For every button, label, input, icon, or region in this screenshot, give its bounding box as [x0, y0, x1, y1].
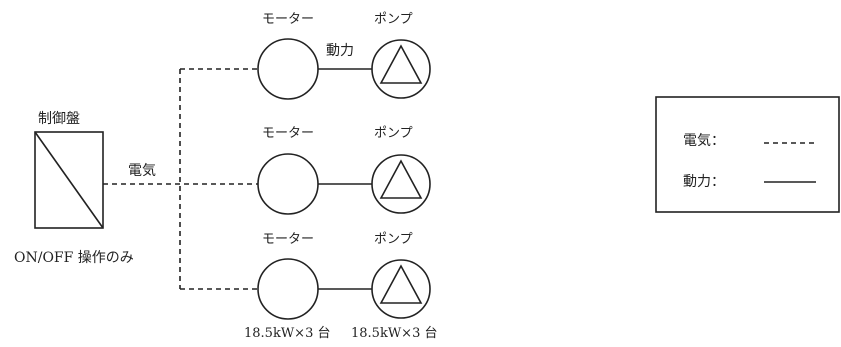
motor-symbol [257, 153, 319, 215]
control-panel-diagonal [34, 131, 104, 229]
legend-electric-label: 電気： [683, 133, 725, 149]
pump-symbol [371, 259, 431, 319]
electric-label: 電気 [128, 163, 156, 179]
motor-symbol [257, 258, 319, 320]
motor-label: モーター [262, 126, 314, 141]
pump-label: ポンプ [374, 232, 413, 247]
panel-title: 制御盤 [38, 111, 80, 127]
motor-rating: 18.5kW×3 台 [244, 326, 330, 341]
pump-symbol [371, 154, 431, 214]
pump-rating: 18.5kW×3 台 [351, 326, 437, 341]
motor-symbol [257, 38, 319, 100]
power-label: 動力 [326, 43, 354, 59]
legend-power-label: 動力： [683, 174, 725, 190]
pump-triangle [379, 264, 423, 304]
legend: 電気： 動力： [655, 96, 840, 213]
motor-label: モーター [262, 12, 314, 27]
control-panel-box [34, 131, 104, 229]
motor-label: モーター [262, 232, 314, 247]
unit-1: モーター ポンプ 動力 [257, 12, 431, 100]
electric-wiring [103, 68, 258, 290]
unit-2: モーター ポンプ [257, 126, 431, 215]
unit-3: モーター ポンプ [257, 232, 431, 320]
pump-symbol [371, 39, 431, 99]
pump-label: ポンプ [374, 126, 413, 141]
pump-triangle [379, 159, 423, 199]
panel-caption: ON/OFF 操作のみ [14, 250, 134, 266]
pump-label: ポンプ [374, 12, 413, 27]
pump-triangle [379, 44, 423, 84]
legend-box [655, 96, 840, 213]
